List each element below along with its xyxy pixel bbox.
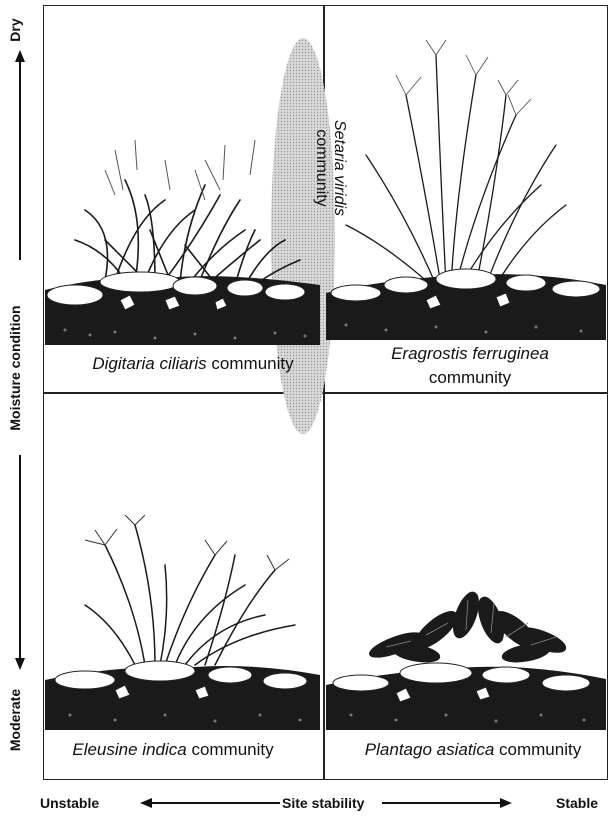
y-axis-top-label: Dry: [7, 15, 23, 45]
eragrostis-species: Eragrostis ferruginea: [391, 344, 549, 363]
eleusine-suffix: community: [187, 740, 274, 759]
y-axis-title: Moisture condition: [7, 293, 23, 443]
y-arrow-up: [14, 50, 26, 260]
y-arrow-down: [14, 455, 26, 670]
caption-eragrostis: Eragrostis ferruginea community: [360, 342, 580, 390]
caption-digitaria: Digitaria ciliaris community: [78, 354, 308, 374]
plantago-suffix: community: [494, 740, 581, 759]
x-arrow-right: [382, 797, 512, 809]
plantago-species: Plantago asiatica: [365, 740, 494, 759]
x-axis-left-label: Unstable: [40, 795, 99, 811]
caption-plantago: Plantago asiatica community: [348, 740, 598, 760]
plantago-illustration: [326, 575, 606, 730]
eragrostis-suffix: community: [429, 368, 511, 387]
eleusine-illustration: [45, 515, 320, 730]
x-axis-title: Site stability: [282, 795, 364, 811]
eleusine-species: Eleusine indica: [72, 740, 186, 759]
digitaria-species: Digitaria ciliaris: [92, 354, 206, 373]
x-axis-right-label: Stable: [556, 795, 598, 811]
x-arrow-left: [140, 797, 280, 809]
digitaria-suffix: community: [207, 354, 294, 373]
y-axis-bottom-label: Moderate: [7, 685, 23, 755]
eragrostis-illustration: [326, 35, 606, 340]
caption-eleusine: Eleusine indica community: [58, 740, 288, 760]
digitaria-illustration: [45, 100, 320, 345]
